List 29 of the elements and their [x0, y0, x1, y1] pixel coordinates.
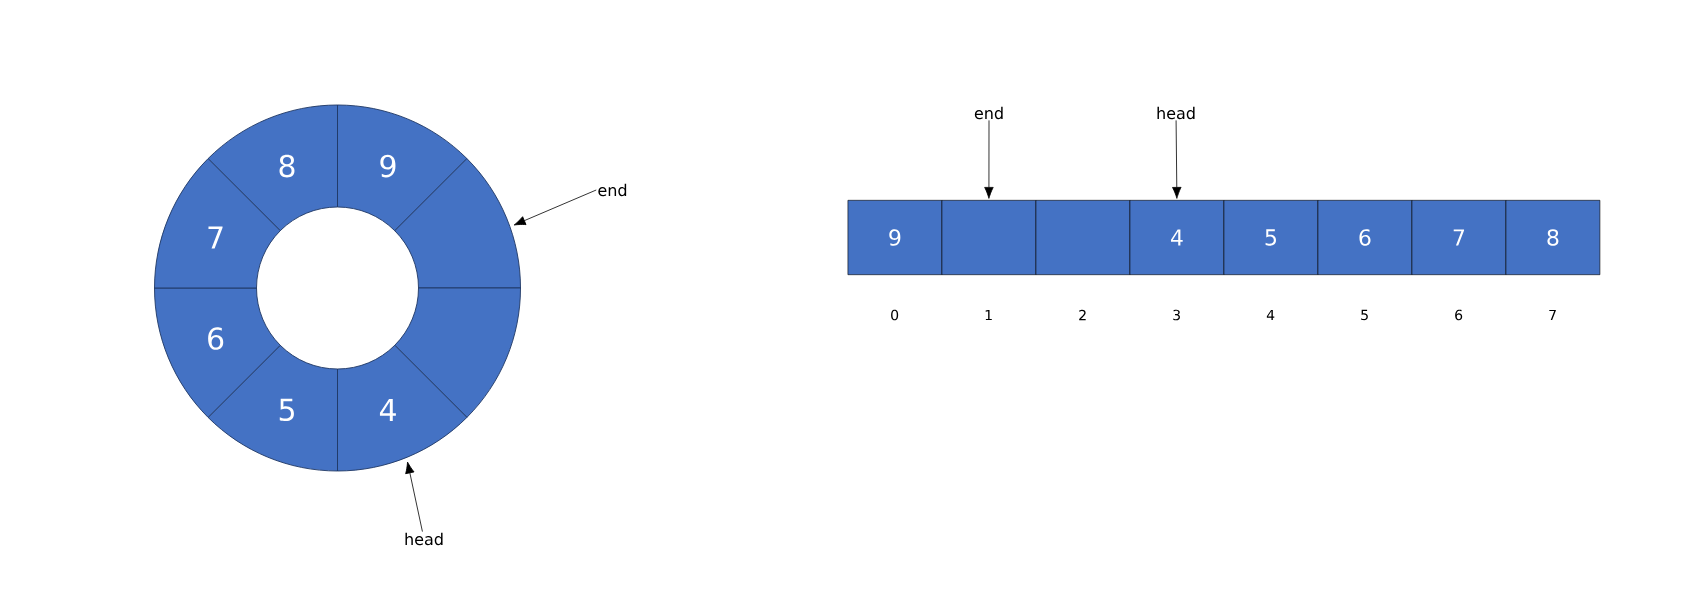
ring-segment: 6 — [154, 287, 281, 418]
index-label: 0 — [891, 309, 899, 321]
arrow — [513, 189, 597, 226]
array-cell — [941, 200, 1037, 275]
index-label: 4 — [1266, 309, 1275, 321]
ring-segment: 9 — [337, 104, 468, 232]
index-label: 6 — [1455, 309, 1463, 321]
pointer-label: end — [974, 106, 1003, 120]
array-cell: 7 — [1411, 200, 1507, 275]
pointer-label: end — [598, 183, 627, 197]
array-cell: 5 — [1223, 200, 1319, 275]
arrow — [405, 461, 423, 532]
array-cell: 8 — [1505, 200, 1601, 275]
index-label: 5 — [1361, 309, 1368, 321]
index-label: 1 — [985, 309, 992, 321]
array-cell: 6 — [1317, 200, 1413, 275]
index-label: 7 — [1549, 309, 1556, 321]
pointer-label: head — [405, 532, 443, 546]
pointer-label: head — [1157, 106, 1195, 120]
ring-segment — [394, 158, 521, 289]
arrow — [1172, 120, 1182, 199]
ring-segment — [394, 287, 521, 418]
ring-segment: 4 — [337, 344, 468, 472]
array-cell: 9 — [847, 200, 943, 275]
arrow — [984, 120, 994, 199]
index-label: 3 — [1173, 309, 1180, 321]
index-label: 2 — [1079, 309, 1086, 321]
array-cell: 4 — [1129, 200, 1225, 275]
array-cell — [1035, 200, 1131, 275]
